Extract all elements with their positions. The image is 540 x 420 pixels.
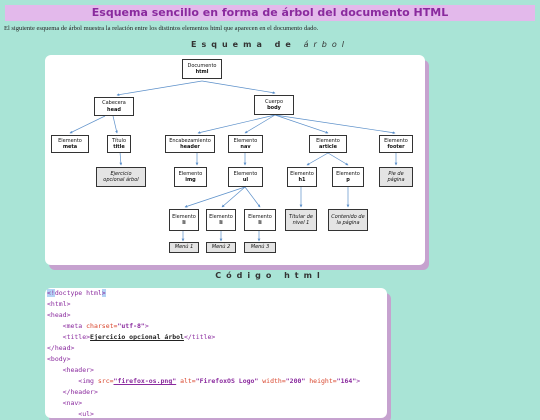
code-line: <title>Ejercicio opcional árbol</title> [47,333,216,341]
code-line: </header> [47,388,98,396]
code-line: <head> [47,311,71,319]
intro-text: El siguiente esquema de árbol muestra la… [4,25,319,32]
note-menu-3: Menú 3 [244,242,276,253]
tree-heading: Esquema de árbol [0,40,540,49]
code-line: <header> [47,366,94,374]
code-line: <ul> [47,410,94,418]
tree-heading-emphasis: árbol [303,40,349,49]
code-line: <meta charset="utf-8"> [47,322,149,330]
note-menu-2: Menú 2 [206,242,236,253]
code-line: <body> [47,355,71,363]
note-menu-1: Menú 1 [169,242,199,253]
tree-heading-text: Esquema de [191,40,296,49]
tree-connectors [69,80,398,242]
page-title: Esquema sencillo en forma de árbol del d… [5,5,535,21]
code-line: <!doctype html> [47,289,106,297]
code-line: <nav> [47,399,83,407]
html-code-block: <!doctype html> <html> <head> <meta char… [45,288,387,418]
code-heading: Código html [215,271,325,280]
code-line: <html> [47,300,71,308]
code-line: <img src="firefox-os.png" alt="FirefoxOS… [47,377,361,385]
code-line: </head> [47,344,75,352]
